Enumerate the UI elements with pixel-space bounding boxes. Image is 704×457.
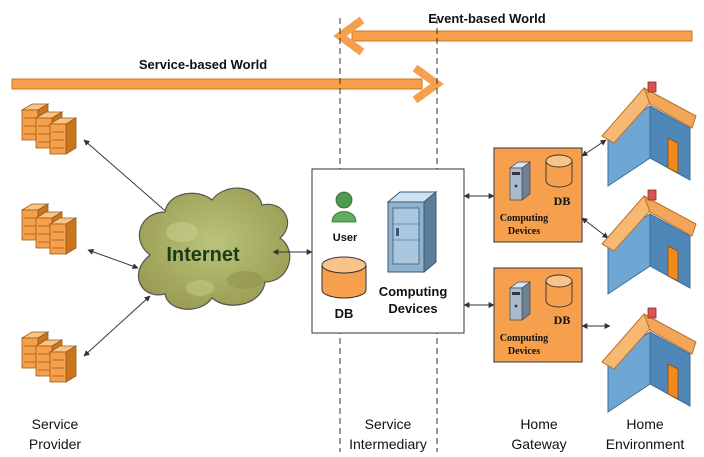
- label-home-environment-2: Environment: [606, 436, 685, 452]
- gateway-2-db-icon: [545, 274, 573, 308]
- internet-cloud: [137, 187, 291, 310]
- gateway-2-computing-label-1: Computing: [500, 333, 548, 344]
- home-gateway-1: DB Computing Devices: [493, 147, 583, 243]
- service-provider-server-2: [21, 203, 77, 255]
- home-house-2: [601, 189, 697, 295]
- user-icon: [331, 191, 357, 223]
- label-service-provider-2: Provider: [29, 436, 81, 452]
- link-server1-internet: [83, 139, 179, 223]
- link-server3-internet: [83, 295, 151, 357]
- gateway-1-db-icon: [545, 154, 573, 188]
- event-based-arrow: [333, 16, 693, 56]
- label-home-environment-1: Home: [626, 416, 664, 432]
- gateway-2-db-label: DB: [554, 313, 571, 327]
- label-home-gateway-1: Home: [520, 416, 558, 432]
- service-provider-server-1: [21, 103, 77, 155]
- label-service-provider-1: Service: [32, 416, 79, 432]
- link-server2-internet: [87, 249, 139, 269]
- label-home-gateway-2: Gateway: [511, 436, 566, 452]
- home-house-1: [601, 81, 697, 187]
- service-based-label: Service-based World: [139, 57, 267, 72]
- link-gateway1-house2: [581, 217, 609, 239]
- gateway-2-server-icon: [509, 281, 531, 321]
- user-label: User: [333, 232, 358, 244]
- gateway-2-computing-label-2: Devices: [508, 346, 540, 357]
- event-based-label: Event-based World: [428, 11, 546, 26]
- gateway-1-server-icon: [509, 161, 531, 201]
- intermediary-computing-label-2: Devices: [388, 301, 437, 316]
- intermediary-computing-label-1: Computing: [379, 284, 448, 299]
- link-gateway1-house1: [581, 139, 607, 157]
- home-gateway-2: DB Computing Devices: [493, 267, 583, 363]
- intermediary-db-icon: [321, 256, 367, 299]
- label-service-intermediary-2: Intermediary: [349, 436, 427, 452]
- gateway-1-db-label: DB: [554, 194, 571, 208]
- intermediary-db-label: DB: [335, 306, 354, 321]
- service-provider-server-3: [21, 331, 77, 383]
- computing-device-icon: [386, 190, 438, 274]
- service-based-arrow: [11, 64, 444, 104]
- gateway-1-computing-label-1: Computing: [500, 213, 548, 224]
- label-service-intermediary-1: Service: [365, 416, 412, 432]
- home-house-3: [601, 307, 697, 413]
- gateway-1-computing-label-2: Devices: [508, 226, 540, 237]
- internet-label: Internet: [166, 244, 240, 266]
